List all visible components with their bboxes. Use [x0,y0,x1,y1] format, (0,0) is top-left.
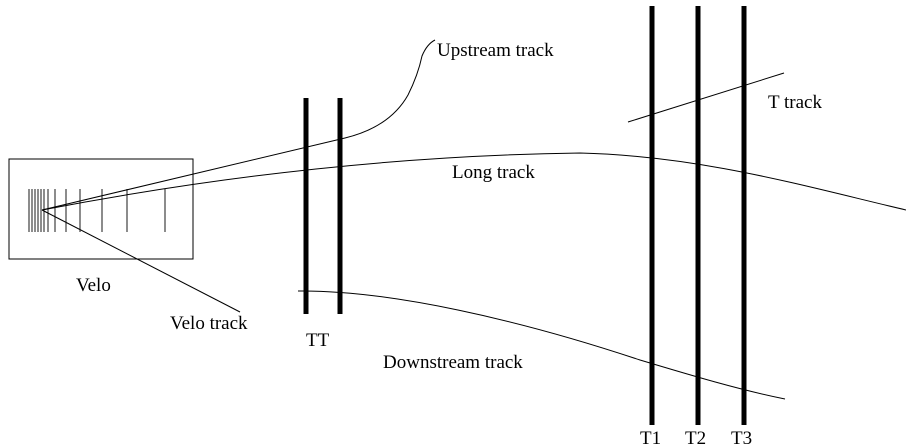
tt-label: TT [306,330,330,351]
downstream-track-label: Downstream track [383,352,523,373]
t2-label: T2 [685,428,706,448]
t3-label: T3 [731,428,752,448]
upstream-track-label: Upstream track [437,40,554,61]
downstream-track-line [297,290,786,400]
t1-label: T1 [640,428,661,448]
long-track-line [41,152,906,211]
t-track-label: T track [768,92,822,113]
velo-detector-box [8,158,194,260]
velo-label: Velo [76,275,111,296]
velo-track-label: Velo track [170,313,248,334]
velo-track-line [41,209,241,313]
velo-stations [28,189,166,232]
long-track-label: Long track [452,162,535,183]
upstream-track-line [41,39,436,211]
